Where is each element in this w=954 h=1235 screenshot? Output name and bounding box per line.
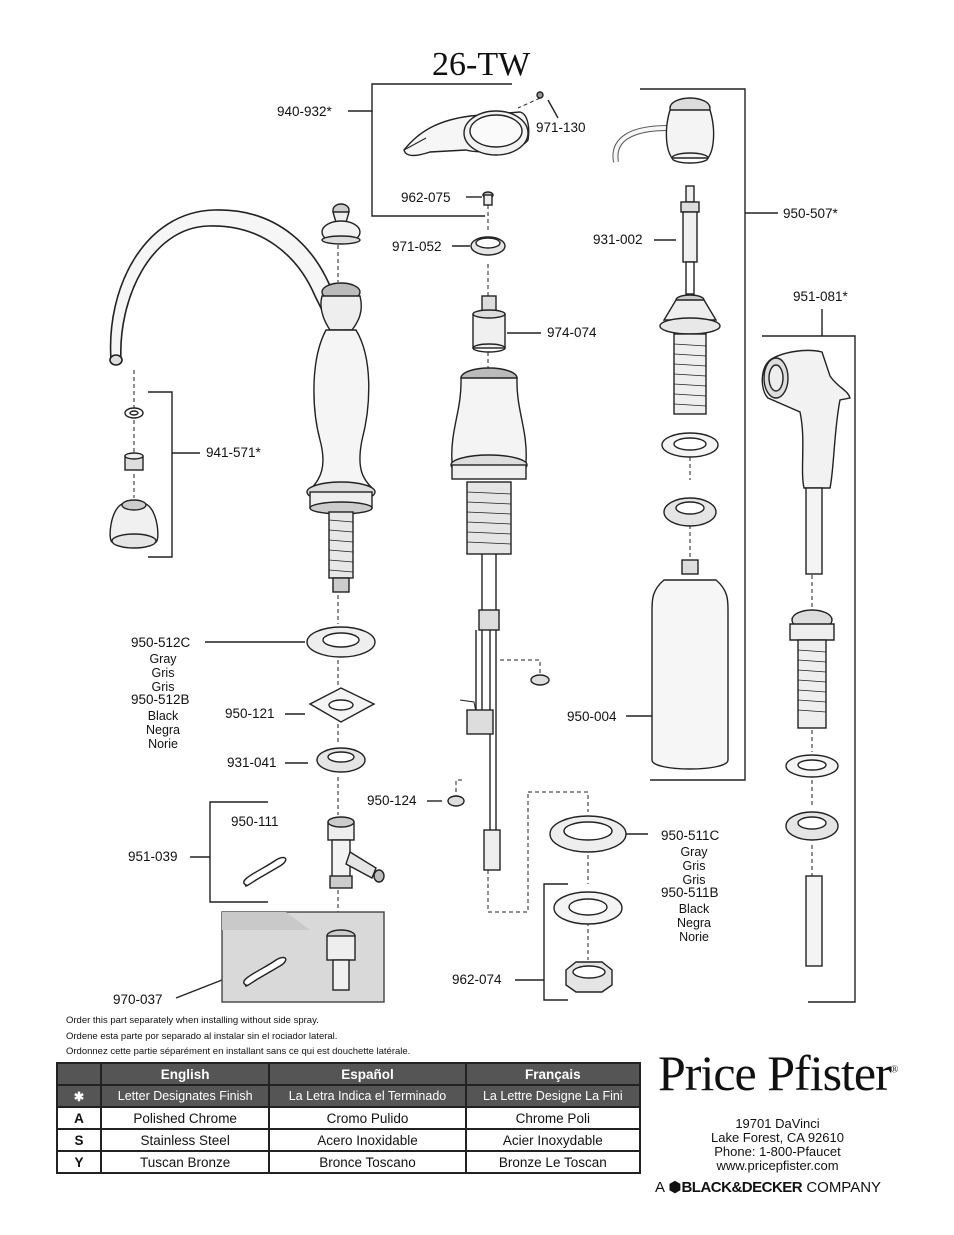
base-gaskets-center [549, 815, 627, 993]
address-line: 19701 DaVinci [735, 1116, 820, 1131]
part-label-950-507: 950-507* [783, 206, 838, 221]
leader-lines [148, 83, 856, 1003]
company-address: 19701 DaVinci Lake Forest, CA 92610 Phon… [690, 1117, 865, 1173]
table-header-french: Français [464, 1062, 642, 1086]
alt-diverter-box [221, 911, 385, 1003]
part-label-962-074: 962-074 [452, 972, 502, 987]
part-label-950-511c: 950-511C [661, 828, 720, 843]
table-header-code [56, 1062, 102, 1086]
finish-french: Bronze Le Toscan [464, 1150, 642, 1174]
faucet-body [306, 282, 376, 593]
valve-body-center [447, 367, 550, 871]
part-label-950-124: 950-124 [367, 793, 417, 808]
address-line: Lake Forest, CA 92610 [711, 1130, 844, 1145]
company-prefix: A [655, 1179, 665, 1196]
color-name: Negra [145, 723, 181, 737]
table-header-english: English [99, 1062, 271, 1086]
finish-spanish: Bronce Toscano [268, 1150, 467, 1174]
color-name: Norie [148, 737, 178, 751]
part-label-951-081: 951-081* [793, 289, 848, 304]
part-label-950-121: 950-121 [225, 706, 275, 721]
dashed-connectors [133, 97, 813, 960]
handle-knob-left [321, 203, 361, 245]
legend-french: La Lettre Designe La Fini [464, 1084, 642, 1108]
finish-spanish: Acero Inoxidable [268, 1128, 467, 1152]
asterisk-icon: ✱ [56, 1084, 102, 1108]
part-label-950-512b: 950-512B [131, 692, 190, 707]
legend-english: Letter Designates Finish [99, 1084, 271, 1108]
color-names-black-right: Black Negra Norie [664, 902, 724, 944]
color-name: Gray [149, 652, 177, 666]
finish-french: Acier Inoxydable [464, 1128, 642, 1152]
color-names-gray-right: Gray Gris Gris [664, 845, 724, 887]
color-name: Black [678, 902, 710, 916]
finish-code: Y [56, 1150, 102, 1174]
part-label-962-075: 962-075 [401, 190, 451, 205]
finish-spanish: Cromo Pulido [268, 1106, 467, 1130]
part-label-950-512c: 950-512C [131, 635, 191, 650]
side-spray [761, 349, 851, 967]
finish-code: S [56, 1128, 102, 1152]
part-label-941-571: 941-571* [206, 445, 261, 460]
table-row: A Polished Chrome Cromo Pulido Chrome Po… [56, 1106, 642, 1130]
company-name: BLACK&DECKER [681, 1179, 803, 1196]
side-spray-notes: Order this part separately when installi… [66, 1013, 410, 1060]
part-label-971-130: 971-130 [536, 120, 586, 135]
company-suffix: COMPANY [806, 1179, 882, 1196]
color-name: Gris [151, 680, 175, 694]
part-label-931-002: 931-002 [593, 232, 643, 247]
aerator-parts [109, 407, 159, 549]
note-spanish: Ordene esta parte por separado al instal… [66, 1030, 338, 1042]
finish-french: Chrome Poli [464, 1106, 642, 1130]
color-name: Negra [676, 916, 712, 930]
table-header-row: English Español Français [56, 1062, 642, 1086]
color-name: Gris [151, 666, 175, 680]
finish-english: Stainless Steel [99, 1128, 271, 1152]
soap-dispenser [612, 97, 729, 770]
color-name: Gris [682, 859, 706, 873]
part-label-940-932: 940-932* [277, 104, 332, 119]
valve-cartridge-parts [470, 191, 506, 353]
finish-table: English Español Français ✱ Letter Design… [56, 1062, 642, 1174]
faucet-spout [109, 209, 337, 366]
finish-english: Tuscan Bronze [99, 1150, 271, 1174]
base-gaskets-left [306, 626, 376, 773]
table-legend-row: ✱ Letter Designates Finish La Letra Indi… [56, 1084, 642, 1108]
note-english: Order this part separately when installi… [66, 1015, 319, 1026]
color-names-gray-left: Gray Gris Gris [133, 652, 193, 694]
part-label-974-074: 974-074 [547, 325, 597, 340]
registered-mark: ® [890, 1064, 899, 1076]
color-name: Gray [680, 845, 708, 859]
address-line: www.pricepfister.com [716, 1158, 839, 1173]
color-name: Norie [679, 930, 709, 944]
table-row: S Stainless Steel Acero Inoxidable Acier… [56, 1128, 642, 1152]
part-label-951-039: 951-039 [128, 849, 178, 864]
finish-english: Polished Chrome [99, 1106, 271, 1130]
part-label-950-004: 950-004 [567, 709, 617, 724]
note-french: Ordonnez cette partie séparément en inst… [66, 1046, 411, 1057]
table-row: Y Tuscan Bronze Bronce Toscano Bronze Le… [56, 1150, 642, 1174]
part-label-970-037: 970-037 [113, 992, 163, 1007]
color-name: Gris [682, 873, 706, 887]
page-title: 26-TW [432, 46, 531, 83]
part-label-950-111: 950-111 [231, 814, 279, 829]
brand-name: Price Pfister [658, 1045, 892, 1101]
part-label-971-052: 971-052 [392, 239, 442, 254]
black-decker-tagline: A ⬢BLACK&DECKER COMPANY [655, 1178, 881, 1196]
finish-code: A [56, 1106, 102, 1130]
color-names-black-left: Black Negra Norie [133, 709, 193, 751]
price-pfister-logo: Price Pfister® [658, 1044, 899, 1102]
part-label-931-041: 931-041 [227, 755, 277, 770]
lever-handle [403, 91, 544, 157]
table-header-spanish: Español [268, 1062, 467, 1086]
address-line: Phone: 1-800-Pfaucet [714, 1144, 841, 1159]
diverter-valve [243, 816, 385, 889]
black-decker-hex-icon: ⬢ [668, 1179, 682, 1196]
color-name: Black [147, 709, 179, 723]
part-label-950-511b: 950-511B [661, 885, 719, 900]
legend-spanish: La Letra Indica el Terminado [268, 1084, 467, 1108]
